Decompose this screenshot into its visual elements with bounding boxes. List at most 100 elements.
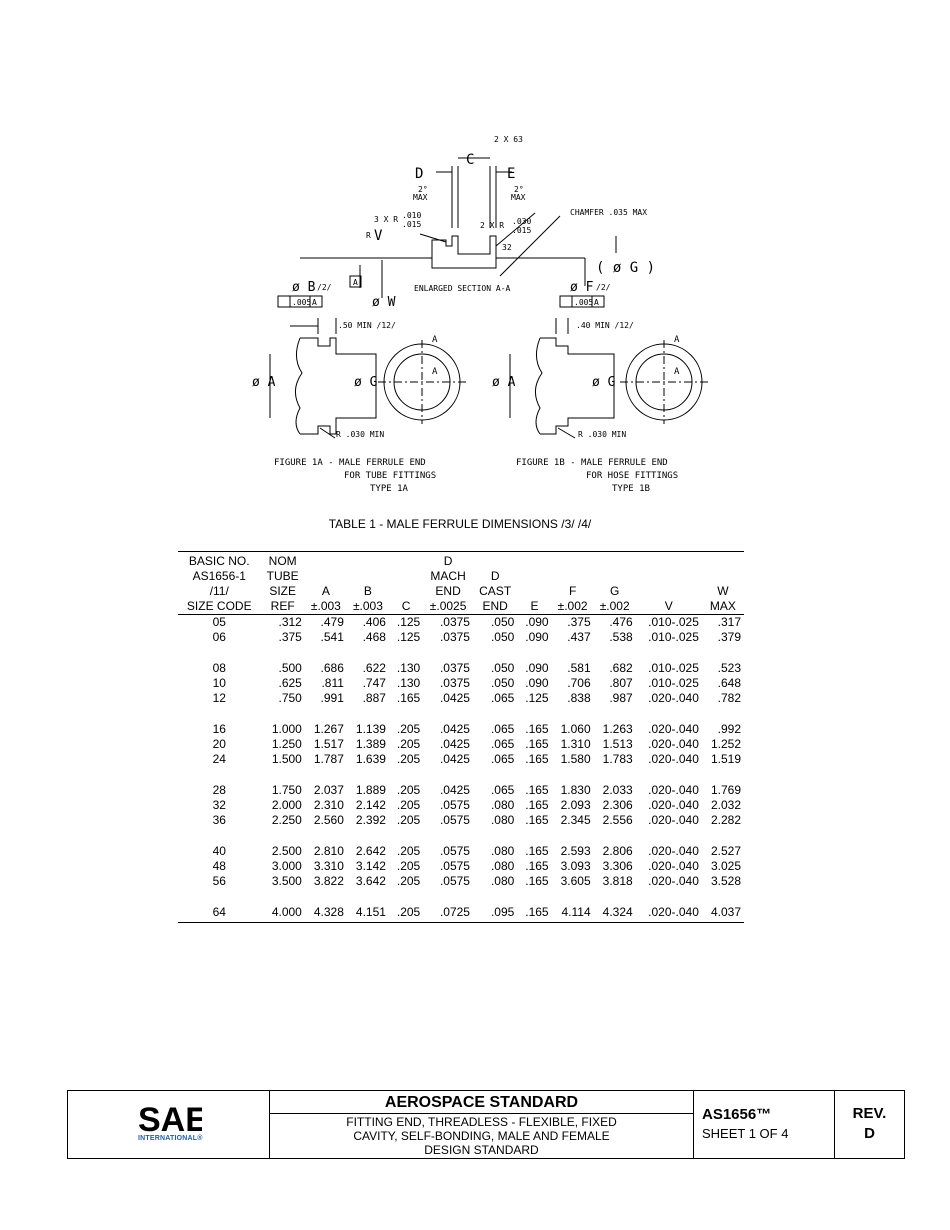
svg-text:ø G: ø G xyxy=(592,375,616,390)
table-cell: 28 xyxy=(212,783,226,797)
svg-text:.50 MIN /12/: .50 MIN /12/ xyxy=(338,321,396,330)
column-header-line: V xyxy=(664,599,673,613)
table-cell: 2.306 xyxy=(602,798,633,812)
svg-text:2°: 2° xyxy=(418,185,428,194)
column-header-line: D xyxy=(443,554,453,568)
table-cell: 1.639 xyxy=(355,752,386,766)
table-cell: 3.306 xyxy=(602,859,633,873)
table-cell: .165 xyxy=(525,798,549,812)
table-cell: .165 xyxy=(525,752,549,766)
table-cell: .065 xyxy=(490,722,515,736)
table-cell: .130 xyxy=(396,661,421,675)
table-cell: .095 xyxy=(490,905,515,919)
group-spacer xyxy=(178,645,744,661)
table-cell: 2.560 xyxy=(313,813,344,827)
table-cell: .090 xyxy=(525,630,549,644)
spacer-cell xyxy=(178,828,744,844)
table-cell: 1.517 xyxy=(313,737,344,751)
column-header-line: CAST xyxy=(479,584,512,598)
column-header-line xyxy=(639,584,699,599)
table-cell: 4.000 xyxy=(271,905,302,919)
table-cell: 1.889 xyxy=(355,783,386,797)
column-header-line: G xyxy=(609,584,620,598)
table-cell: .205 xyxy=(396,737,421,751)
column-header-line: ±.003 xyxy=(310,599,341,613)
table-cell: 08 xyxy=(212,661,226,675)
table-cell: 64 xyxy=(212,905,226,919)
table-cell: 32 xyxy=(212,798,226,812)
column-header-line: AS1656-1 xyxy=(192,569,246,583)
svg-text:FOR HOSE FITTINGS: FOR HOSE FITTINGS xyxy=(586,471,678,481)
svg-text:ø W: ø W xyxy=(372,295,396,310)
engineering-drawing: 2 X 63 C D E 2° MAX 2° MAX 3 X R .010 .0… xyxy=(252,135,708,494)
table-cell: 1.513 xyxy=(602,737,633,751)
column-header-line: ±.003 xyxy=(352,599,383,613)
table-cell: 2.000 xyxy=(271,798,302,812)
table-cell: 2.310 xyxy=(313,798,344,812)
table-cell: .125 xyxy=(525,691,549,705)
svg-text:.005: .005 xyxy=(292,298,311,307)
standard-title: AEROSPACE STANDARD xyxy=(270,1091,693,1114)
table-row: 06.375.541.468.125.0375.050.090.437.538.… xyxy=(178,630,744,645)
table-row: 08.500.686.622.130.0375.050.090.581.682.… xyxy=(178,661,744,676)
column-header-line: SIZE CODE xyxy=(186,599,252,613)
table-cell: .020-.040 xyxy=(648,905,699,919)
svg-text:32: 32 xyxy=(502,243,512,252)
column-header-line: TUBE xyxy=(266,569,299,583)
svg-text:2°: 2° xyxy=(514,185,524,194)
column-header-line xyxy=(597,569,633,584)
column-header-line: END xyxy=(482,599,508,613)
table-cell: .987 xyxy=(609,691,633,705)
svg-text:A: A xyxy=(432,335,438,345)
table-cell: .050 xyxy=(490,615,515,629)
revision-label: REV. xyxy=(852,1105,887,1122)
svg-text:SAE: SAE xyxy=(138,1101,202,1135)
table-cell: .020-.040 xyxy=(648,844,699,858)
doc-cell: AS1656™ SHEET 1 OF 4 xyxy=(694,1091,835,1158)
svg-text:R .030 MIN: R .030 MIN xyxy=(578,430,626,439)
table-cell: .165 xyxy=(525,737,549,751)
column-header-line xyxy=(308,554,344,569)
table-cell: .020-.040 xyxy=(648,737,699,751)
spacer-cell xyxy=(178,889,744,905)
column-header: B±.003 xyxy=(346,551,389,615)
group-spacer xyxy=(178,767,744,783)
table-cell: 56 xyxy=(212,874,226,888)
svg-text:FIGURE 1A - MALE FERRULE END: FIGURE 1A - MALE FERRULE END xyxy=(274,458,426,468)
column-header-line xyxy=(639,569,699,584)
svg-text:MAX: MAX xyxy=(413,193,428,202)
column-header: V xyxy=(635,551,702,615)
column-header-line: END xyxy=(435,584,461,598)
table-cell: 1.250 xyxy=(271,737,302,751)
column-header-line xyxy=(350,554,386,569)
group-spacer xyxy=(178,889,744,905)
table-cell: 1.263 xyxy=(602,722,633,736)
svg-text:.010: .010 xyxy=(402,211,421,220)
table-cell: 2.500 xyxy=(271,844,302,858)
spacer-cell xyxy=(178,706,744,722)
table-cell: .165 xyxy=(525,874,549,888)
title-cell: AEROSPACE STANDARD FITTING END, THREADLE… xyxy=(270,1091,694,1158)
svg-text:ø F: ø F xyxy=(570,280,594,295)
svg-text:A: A xyxy=(594,298,599,307)
table-cell: 1.783 xyxy=(602,752,633,766)
svg-text:( ø G ): ( ø G ) xyxy=(596,260,655,276)
column-header: E xyxy=(517,551,552,615)
svg-text:/2/: /2/ xyxy=(596,283,611,292)
description-line: FITTING END, THREADLESS - FLEXIBLE, FIXE… xyxy=(346,1115,617,1129)
table-cell: .205 xyxy=(396,783,421,797)
table-cell: .165 xyxy=(525,859,549,873)
table-cell: .750 xyxy=(278,691,302,705)
svg-text:A: A xyxy=(432,367,438,377)
table-cell: .312 xyxy=(278,615,302,629)
table-cell: .020-.040 xyxy=(648,813,699,827)
table-title: TABLE 1 - MALE FERRULE DIMENSIONS /3/ /4… xyxy=(328,517,592,531)
standard-description: FITTING END, THREADLESS - FLEXIBLE, FIXE… xyxy=(270,1114,693,1157)
table-cell: .010-.025 xyxy=(648,630,699,644)
svg-text:.40 MIN /12/: .40 MIN /12/ xyxy=(576,321,634,330)
table-cell: .706 xyxy=(567,676,591,690)
column-header-line xyxy=(597,554,633,569)
svg-text:ø G: ø G xyxy=(354,375,378,390)
